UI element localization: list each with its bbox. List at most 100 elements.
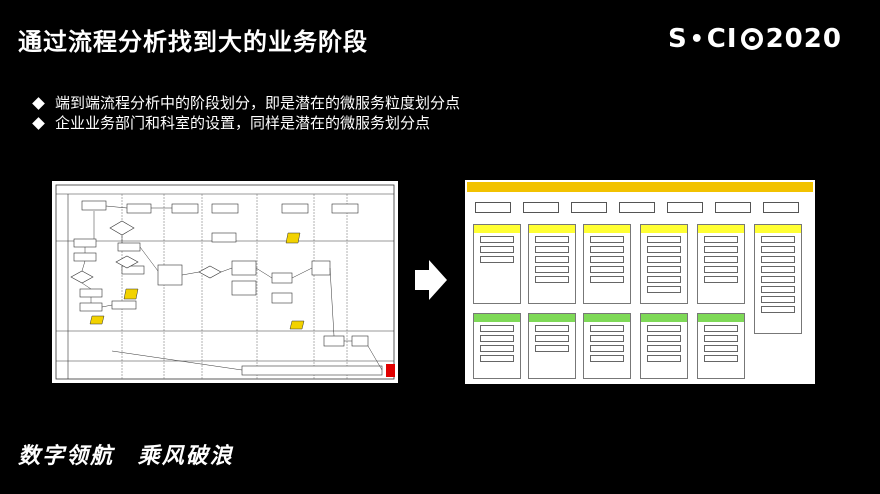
module-item	[535, 256, 569, 263]
slide-title: 通过流程分析找到大的业务阶段	[18, 28, 368, 56]
module-item	[761, 266, 795, 273]
top-box	[523, 202, 559, 213]
module-item	[704, 335, 738, 342]
logo-letter-c: C	[706, 24, 727, 54]
module-breakdown-diagram	[465, 180, 815, 384]
module-head	[584, 314, 630, 322]
green-module	[583, 313, 631, 379]
module-item	[480, 256, 514, 263]
module-item	[704, 246, 738, 253]
module-item	[535, 266, 569, 273]
logo-year: 2020	[765, 24, 842, 54]
yellow-module	[473, 224, 521, 304]
module-item	[704, 236, 738, 243]
module-item	[647, 236, 681, 243]
top-box	[475, 202, 511, 213]
module-item	[761, 306, 795, 313]
module-item	[647, 256, 681, 263]
yellow-module	[583, 224, 631, 304]
green-module	[697, 313, 745, 379]
module-item	[590, 355, 624, 362]
module-item	[590, 266, 624, 273]
module-item	[480, 335, 514, 342]
top-box	[667, 202, 703, 213]
module-item	[761, 286, 795, 293]
module-head	[529, 225, 575, 233]
green-module	[473, 313, 521, 379]
module-item	[761, 276, 795, 283]
module-head	[755, 225, 801, 233]
yellow-module	[640, 224, 688, 304]
logo-ring-icon	[740, 28, 763, 50]
module-item	[647, 345, 681, 352]
green-module	[528, 313, 576, 379]
slogan-right: 乘风破浪	[137, 443, 234, 469]
yellow-module	[697, 224, 745, 304]
module-item	[761, 246, 795, 253]
module-head	[584, 225, 630, 233]
swimlane-diagram-image	[55, 184, 395, 380]
module-item	[480, 325, 514, 332]
top-box	[763, 202, 799, 213]
logo-letter-i: I	[726, 24, 738, 54]
diamond-bullet-icon	[32, 116, 45, 130]
module-item	[704, 325, 738, 332]
top-level-boxes	[467, 197, 813, 219]
bullet-item: 企业业务部门和科室的设置，同样是潜在的微服务划分点	[32, 113, 460, 133]
module-item	[590, 256, 624, 263]
right-arrow-icon	[415, 260, 447, 300]
bullet-item: 端到端流程分析中的阶段划分，即是潜在的微服务粒度划分点	[32, 93, 461, 113]
module-item	[761, 236, 795, 243]
module-item	[647, 276, 681, 283]
module-item	[647, 286, 681, 293]
module-item	[647, 355, 681, 362]
module-item	[704, 345, 738, 352]
module-head	[641, 314, 687, 322]
module-item	[480, 345, 514, 352]
yellow-module	[528, 224, 576, 304]
slogan-left: 数字领航	[18, 443, 115, 469]
module-item	[704, 266, 738, 273]
module-item	[535, 335, 569, 342]
sci-logo: S • C I 2020	[668, 23, 842, 55]
top-box	[619, 202, 655, 213]
module-head	[641, 225, 687, 233]
module-item	[535, 345, 569, 352]
top-box	[715, 202, 751, 213]
module-item	[761, 256, 795, 263]
module-head	[698, 225, 744, 233]
module-item	[647, 335, 681, 342]
module-item	[590, 335, 624, 342]
module-item	[535, 325, 569, 332]
module-item	[704, 276, 738, 283]
module-item	[647, 246, 681, 253]
bullet-list: 端到端流程分析中的阶段划分，即是潜在的微服务粒度划分点 企业业务部门和科室的设置…	[32, 93, 461, 133]
bullet-text: 企业业务部门和科室的设置，同样是潜在的微服务划分点	[55, 114, 431, 132]
module-head	[474, 225, 520, 233]
module-item	[535, 276, 569, 283]
module-item	[535, 246, 569, 253]
green-module	[640, 313, 688, 379]
module-item	[590, 276, 624, 283]
module-head	[474, 314, 520, 322]
module-item	[647, 325, 681, 332]
module-head	[529, 314, 575, 322]
top-box	[571, 202, 607, 213]
module-item	[704, 355, 738, 362]
slogan: 数字领航 乘风破浪	[18, 438, 234, 470]
module-item	[704, 256, 738, 263]
module-item	[480, 355, 514, 362]
module-item	[590, 246, 624, 253]
module-item	[535, 236, 569, 243]
bullet-text: 端到端流程分析中的阶段划分，即是潜在的微服务粒度划分点	[55, 94, 461, 112]
logo-letter-s: S	[668, 24, 688, 54]
module-item	[761, 296, 795, 303]
yellow-module	[754, 224, 802, 334]
module-item	[480, 246, 514, 253]
module-item	[590, 345, 624, 352]
diamond-bullet-icon	[32, 96, 45, 110]
module-header-bar	[467, 182, 813, 192]
module-head	[698, 314, 744, 322]
module-item	[590, 236, 624, 243]
